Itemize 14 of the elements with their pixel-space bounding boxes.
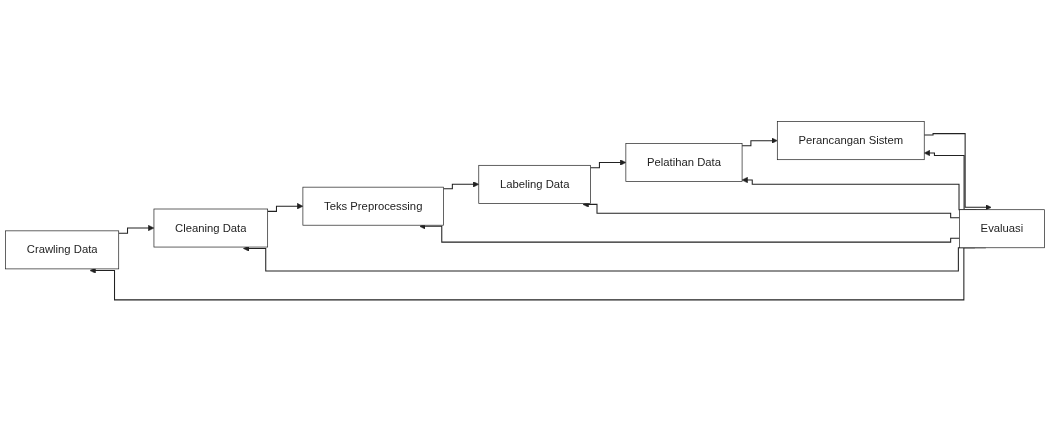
arrow xyxy=(267,202,304,212)
arrow xyxy=(923,132,992,211)
arrow xyxy=(590,159,627,168)
node-box: Crawling Data xyxy=(5,230,120,269)
node-box: Teks Preprocessing xyxy=(302,186,444,226)
node-box: Pelatihan Data xyxy=(625,142,743,182)
node-box: Evaluasi xyxy=(959,209,1045,248)
arrow xyxy=(443,181,480,189)
arrow xyxy=(118,224,155,234)
node-box: Cleaning Data xyxy=(153,208,268,248)
node-box: Labeling Data xyxy=(478,164,591,204)
node-box: Perancangan Sistem xyxy=(776,121,925,160)
arrow xyxy=(741,137,778,146)
arrow xyxy=(582,201,960,219)
